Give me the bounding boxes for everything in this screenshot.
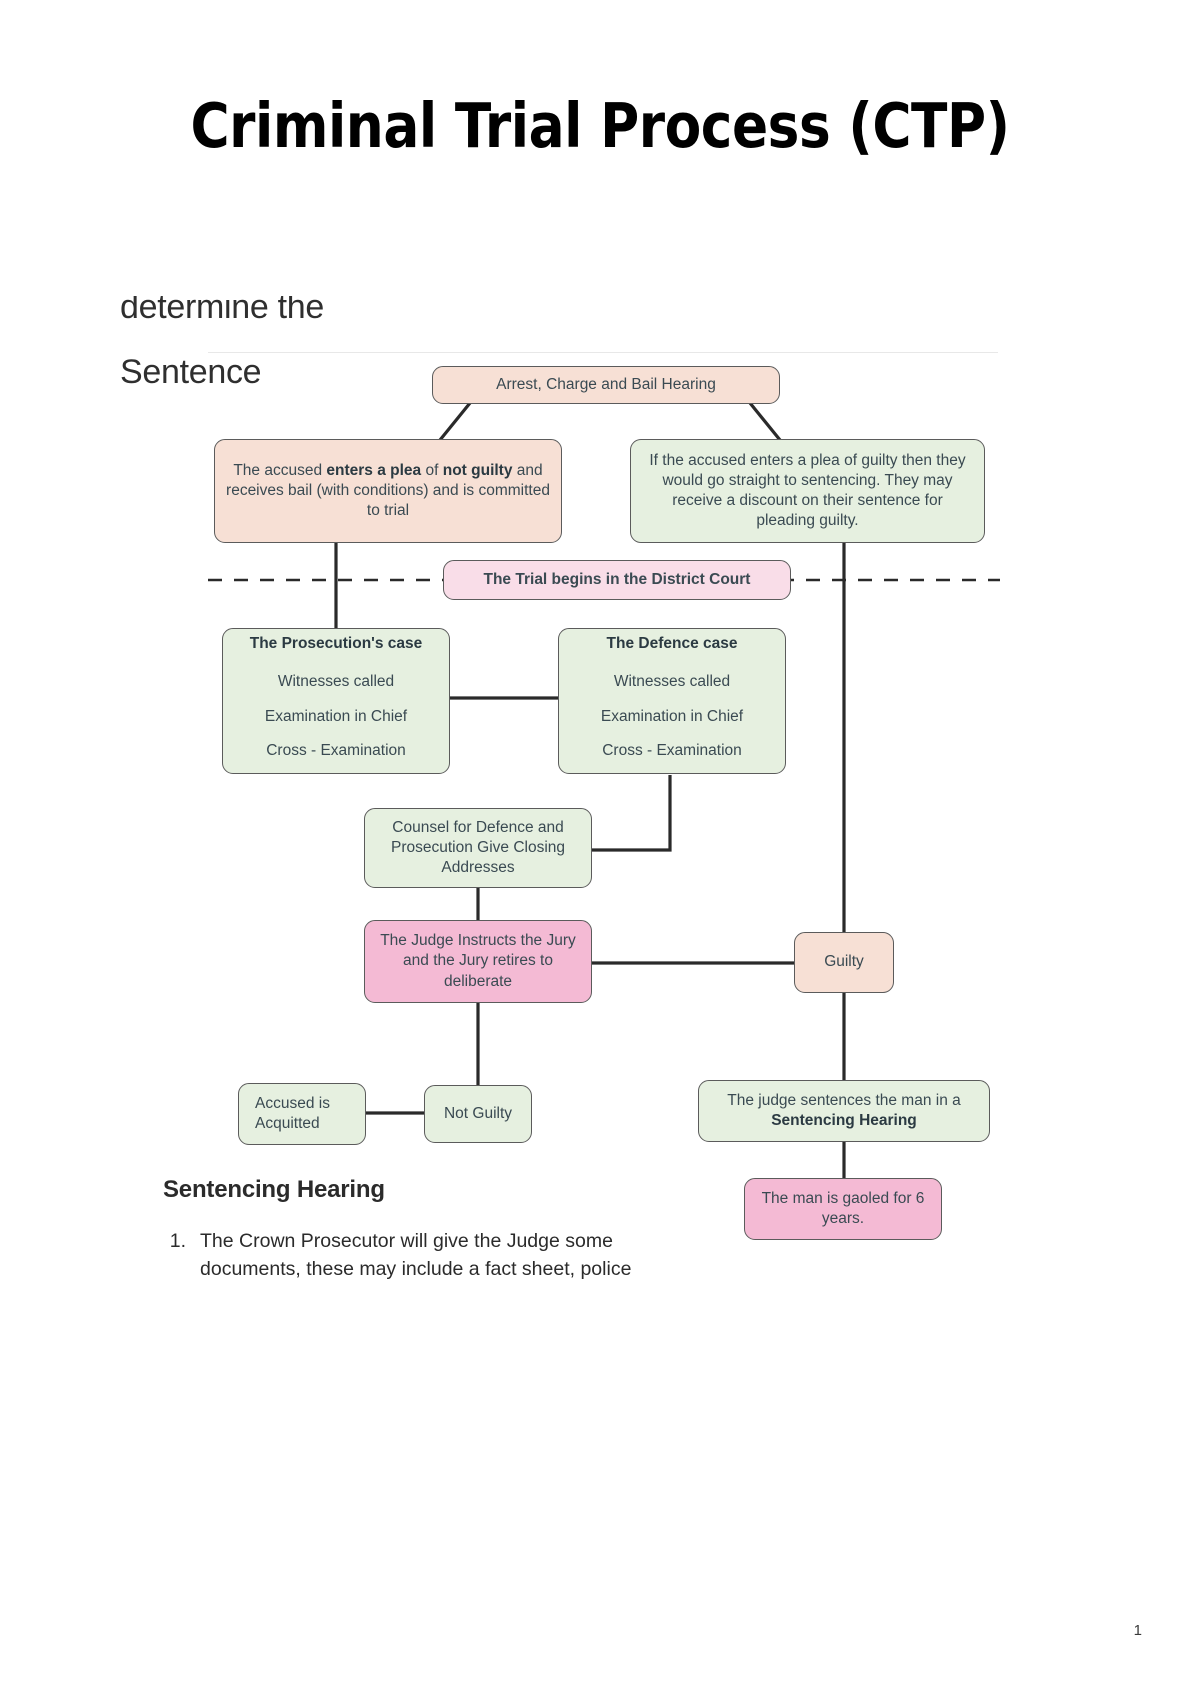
page-title: Criminal Trial Process (CTP) <box>190 89 1010 163</box>
node-not-guilty-label: Not Guilty <box>443 1104 513 1122</box>
node-defence-item: Examination in Chief <box>600 707 744 725</box>
sentencing-hearing-heading: Sentencing Hearing <box>163 1176 385 1203</box>
node-arrest-label: Arrest, Charge and Bail Hearing <box>496 375 716 393</box>
node-judge-instructs-jury: The Judge Instructs the Jury and the Jur… <box>364 920 592 1003</box>
list-item-line2: documents, these may include a fact shee… <box>200 1257 632 1280</box>
node-not-guilty-plea-text: The accused enters a plea of not guilty … <box>226 461 550 520</box>
node-guilty: Guilty <box>794 932 894 993</box>
node-judge-sentences: The judge sentences the man in a Sentenc… <box>698 1080 990 1142</box>
list-item-number: 1. <box>169 1230 186 1252</box>
node-closing-addresses-label: Counsel for Defence and Prosecution Give… <box>390 818 566 877</box>
node-defence-heading: The Defence case <box>606 635 738 653</box>
node-man-gaoled-label: The man is gaoled for 6 years. <box>761 1189 925 1227</box>
page-number: 1 <box>1133 1622 1142 1639</box>
node-defence-item: Cross - Examination <box>602 741 742 759</box>
node-prosecution-heading: The Prosecution's case <box>249 635 423 653</box>
node-not-guilty: Not Guilty <box>424 1085 532 1143</box>
node-prosecution-item: Examination in Chief <box>264 707 408 725</box>
node-accused-acquitted: Accused is Acquitted <box>238 1083 366 1145</box>
node-defence-case: The Defence case Witnesses called Examin… <box>558 628 786 774</box>
node-man-gaoled: The man is gaoled for 6 years. <box>744 1178 942 1240</box>
sentencing-hearing-list: 1. The Crown Prosecutor will give the Ju… <box>160 1228 860 1280</box>
node-prosecution-item: Cross - Examination <box>266 741 406 759</box>
list-item: 1. The Crown Prosecutor will give the Ju… <box>160 1228 860 1280</box>
node-guilty-label: Guilty <box>824 953 864 971</box>
list-item-line1: The Crown Prosecutor will give the Judge… <box>200 1230 613 1252</box>
node-accused-acquitted-label: Accused is Acquitted <box>255 1094 330 1132</box>
node-not-guilty-plea: The accused enters a plea of not guilty … <box>214 439 562 543</box>
clipped-heading: determine the Sentence <box>120 296 450 395</box>
node-prosecution-case: The Prosecution's case Witnesses called … <box>222 628 450 774</box>
node-prosecution-item: Witnesses called <box>277 673 395 691</box>
clipped-heading-line2: Sentence <box>120 353 262 391</box>
horizontal-rule <box>208 352 998 353</box>
node-trial-begins-label: The Trial begins in the District Court <box>483 570 751 588</box>
list-item-text: The Crown Prosecutor will give the Judge… <box>200 1228 860 1280</box>
clipped-heading-line1: determine the <box>120 296 325 326</box>
criminal-trial-process-flowchart: Arrest, Charge and Bail Hearing The accu… <box>0 280 1200 1260</box>
node-guilty-plea-label: If the accused enters a plea of guilty t… <box>649 451 966 530</box>
node-arrest-charge-bail-hearing: Arrest, Charge and Bail Hearing <box>432 366 780 404</box>
node-judge-sentences-text: The judge sentences the man in a Sentenc… <box>727 1091 961 1129</box>
node-trial-begins: The Trial begins in the District Court <box>443 560 791 600</box>
node-guilty-plea: If the accused enters a plea of guilty t… <box>630 439 985 543</box>
node-defence-item: Witnesses called <box>613 673 731 691</box>
node-judge-instructs-label: The Judge Instructs the Jury and the Jur… <box>380 932 576 990</box>
node-closing-addresses: Counsel for Defence and Prosecution Give… <box>364 808 592 888</box>
